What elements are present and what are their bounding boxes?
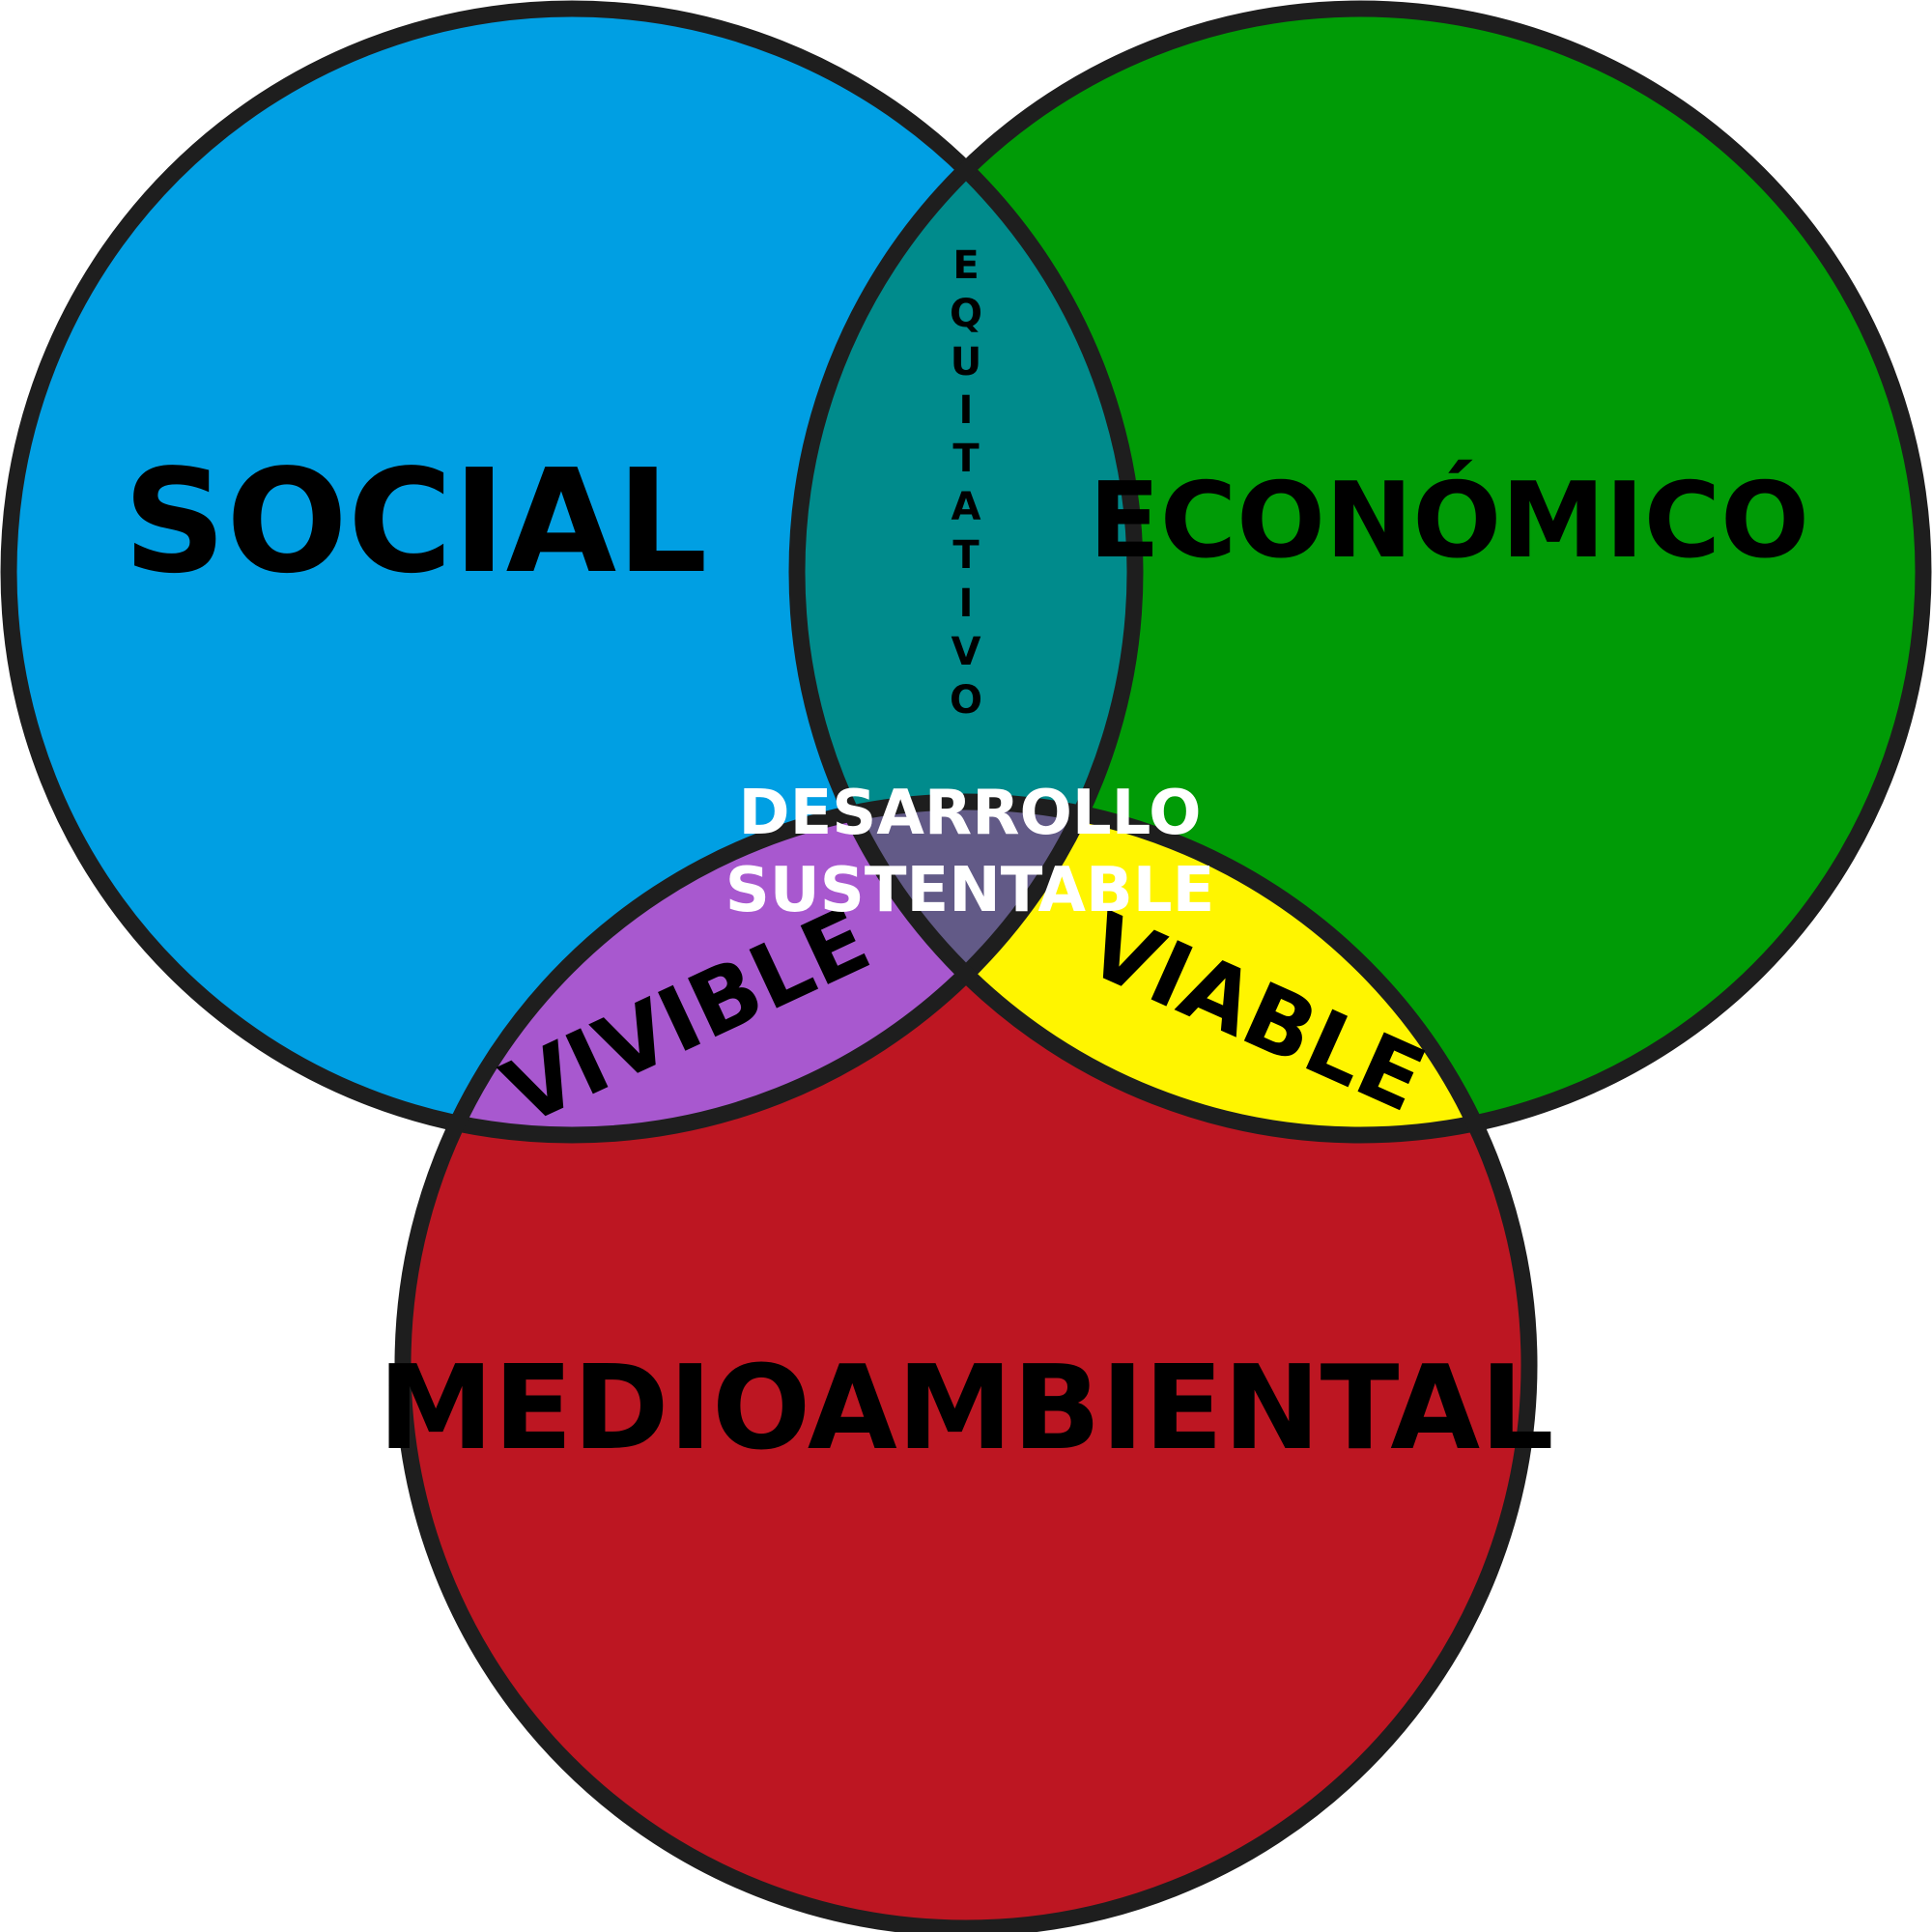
- outline-economico: [788, 0, 1932, 1144]
- label-desarrollo: DESARROLLO: [738, 778, 1201, 849]
- label-social: SOCIAL: [124, 439, 708, 605]
- equitativo-letter: T: [952, 533, 980, 578]
- equitativo-letter: O: [950, 678, 982, 723]
- equitativo-letter: V: [952, 630, 981, 674]
- label-medioambiental: MEDIOAMBIENTAL: [378, 1342, 1553, 1476]
- equitativo-letter: I: [959, 388, 974, 433]
- equitativo-letter: T: [952, 437, 980, 481]
- equitativo-letter: U: [951, 340, 981, 384]
- region-social-medioambiental: [403, 802, 1135, 1135]
- label-sustentable: SUSTENTABLE: [725, 855, 1215, 926]
- region-economico-medioambiental: [797, 802, 1529, 1135]
- equitativo-letter: I: [959, 582, 974, 626]
- outline-medioambiental: [394, 793, 1538, 1932]
- equitativo-letter: E: [952, 243, 979, 288]
- equitativo-letter: A: [952, 485, 981, 529]
- label-economico: ECONÓMICO: [1089, 459, 1809, 582]
- outline-social: [0, 0, 1144, 1144]
- equitativo-letter: Q: [950, 292, 982, 336]
